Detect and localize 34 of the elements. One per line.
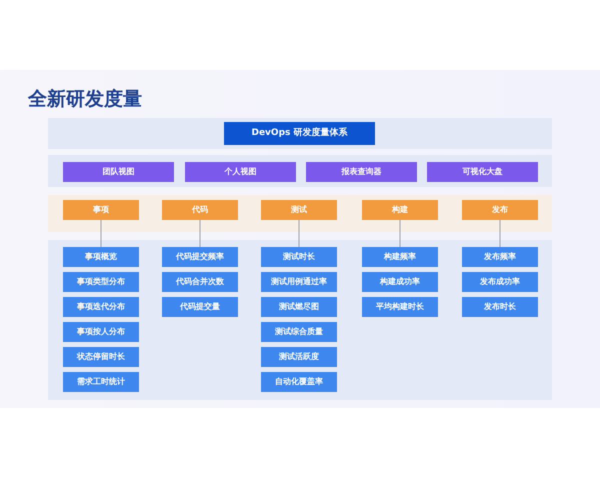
metric-box: 事项按人分布 xyxy=(63,322,139,342)
category-box: 事项 xyxy=(63,200,139,220)
metric-box: 构建成功率 xyxy=(362,272,438,292)
metric-box: 发布成功率 xyxy=(462,272,538,292)
metric-box: 自动化覆盖率 xyxy=(261,372,337,392)
metric-box: 发布频率 xyxy=(462,247,538,267)
connector-line xyxy=(298,220,300,248)
title-box: DevOps 研发度量体系 xyxy=(224,122,375,145)
metric-box: 代码提交量 xyxy=(162,297,238,317)
category-box: 构建 xyxy=(362,200,438,220)
metric-box: 测试综合质量 xyxy=(261,322,337,342)
metric-box: 测试用例通过率 xyxy=(261,272,337,292)
metric-box: 事项概览 xyxy=(63,247,139,267)
category-box: 代码 xyxy=(162,200,238,220)
title: 全新研发度量 xyxy=(28,87,142,112)
metric-box: 事项类型分布 xyxy=(63,272,139,292)
metric-box: 测试燃尽图 xyxy=(261,297,337,317)
metric-box: 需求工时统计 xyxy=(63,372,139,392)
view-box: 团队视图 xyxy=(63,162,174,182)
category-box: 发布 xyxy=(462,200,538,220)
metric-box: 发布时长 xyxy=(462,297,538,317)
category-box: 测试 xyxy=(261,200,337,220)
view-box: 个人视图 xyxy=(185,162,296,182)
view-box: 可视化大盘 xyxy=(427,162,538,182)
metric-box: 构建频率 xyxy=(362,247,438,267)
metric-box: 测试时长 xyxy=(261,247,337,267)
view-box: 报表查询器 xyxy=(306,162,417,182)
metric-box: 代码提交频率 xyxy=(162,247,238,267)
metric-box: 事项迭代分布 xyxy=(63,297,139,317)
metric-box: 状态停留时长 xyxy=(63,347,139,367)
metric-box: 测试活跃度 xyxy=(261,347,337,367)
metric-box: 代码合并次数 xyxy=(162,272,238,292)
connector-line xyxy=(100,220,102,248)
metric-box: 平均构建时长 xyxy=(362,297,438,317)
